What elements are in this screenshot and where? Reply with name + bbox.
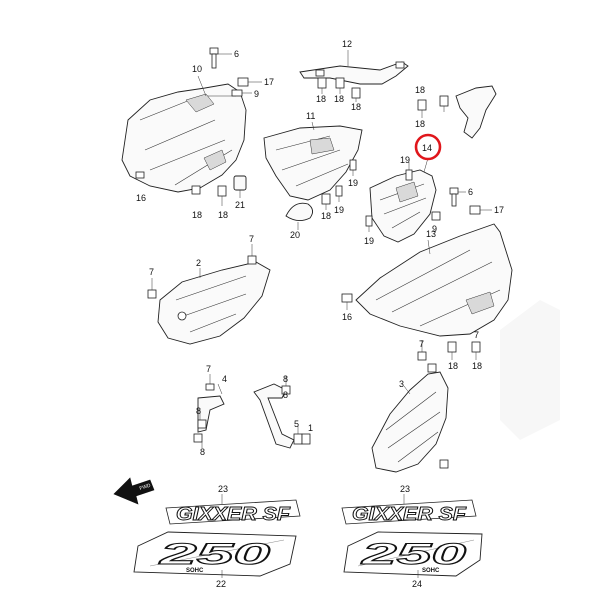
callout-18-mid: 18: [321, 211, 331, 221]
callout-8-c: 8: [283, 374, 288, 384]
callout-18-right-b: 18: [472, 361, 482, 371]
callout-18-left-lower: 18: [192, 210, 202, 220]
callout-11: 11: [306, 111, 315, 121]
part-5-stay: [253, 376, 311, 449]
nut-17-right: [469, 205, 492, 215]
callout-23-left: 23: [218, 484, 228, 494]
callout-18-b: 18: [334, 94, 344, 104]
part-12-bracket: [299, 50, 409, 85]
callout-labels: 6 10 17 9 12 18 18 18 11 18 18 14 19 19 …: [136, 39, 504, 589]
callout-8-a: 8: [196, 406, 201, 416]
decal-23-right-text: GIXXER SF: [352, 504, 467, 524]
part-4-bracket: [193, 374, 225, 448]
part-10-inner-cowl: [121, 83, 247, 195]
fwd-label: FWD: [139, 483, 152, 492]
screws-7-left: [147, 244, 257, 299]
callout-21: 21: [235, 200, 245, 210]
callout-18-right-a: 18: [448, 361, 458, 371]
decal-24-subtext: SOHC: [422, 568, 440, 574]
callout-19-d: 19: [364, 236, 374, 246]
callout-24: 24: [412, 579, 422, 589]
callout-8-d: 8: [283, 390, 288, 400]
part-3-lower-cover: [371, 363, 449, 473]
part-14-bracket: [369, 157, 437, 243]
callout-20: 20: [290, 230, 300, 240]
callout-18-top-right: 18: [415, 85, 425, 95]
callout-19-a: 19: [348, 178, 358, 188]
part-2-lower-cover: [157, 261, 271, 345]
decal-22-250-left: 250 SOHC: [133, 531, 297, 577]
fwd-arrow: FWD: [113, 477, 155, 505]
callout-18-left-lower-b: 18: [218, 210, 228, 220]
callout-6-right: 6: [468, 187, 473, 197]
callout-18-c: 18: [351, 102, 361, 112]
callout-17-right: 17: [494, 205, 504, 215]
callout-4: 4: [222, 374, 227, 384]
clip-9-right: [431, 211, 441, 221]
clip-18-mid: [321, 193, 331, 210]
callout-8-b: 8: [200, 447, 205, 457]
callout-7-a: 7: [249, 234, 254, 244]
callout-7-c: 7: [419, 339, 424, 349]
clip-16-right: [341, 293, 353, 310]
callout-12: 12: [342, 39, 352, 49]
bolt-6-right: [449, 187, 466, 207]
clips-18-center: [317, 77, 361, 102]
callout-17-left: 17: [264, 77, 274, 87]
clip-9: [231, 89, 252, 97]
callout-23-right: 23: [400, 484, 410, 494]
callout-14: 14: [422, 143, 432, 153]
callout-13: 13: [426, 229, 436, 239]
decal-23-left-text: GIXXER SF: [176, 504, 291, 524]
decal-24-250-right: 250 SOHC: [343, 531, 483, 577]
callout-5: 5: [294, 419, 299, 429]
callout-19-b: 19: [400, 155, 410, 165]
decal-22-cc-text: 250: [158, 538, 271, 571]
part-upper-right-bracket: [417, 85, 497, 139]
callout-1: 1: [308, 423, 313, 433]
decal-22-subtext: SOHC: [186, 568, 204, 574]
highlight-circle-14: [414, 133, 442, 161]
callout-18-a: 18: [316, 94, 326, 104]
clip-18-lower-left: [217, 185, 227, 206]
callout-7-b: 7: [149, 267, 154, 277]
callout-7-e: 7: [206, 364, 211, 374]
bolt-6-left: [209, 47, 232, 69]
callout-7-d: 7: [474, 330, 479, 340]
callout-19-c: 19: [334, 205, 344, 215]
callout-16-right: 16: [342, 312, 352, 322]
decal-23-right: GIXXER SF: [341, 499, 477, 524]
callout-18-top-right-b: 18: [415, 119, 425, 129]
part-13-side-cowl: [355, 223, 513, 337]
part-20-cap: [285, 202, 313, 230]
nut-17-left: [237, 77, 262, 87]
watermark-shape: [500, 300, 560, 440]
decal-23-left: GIXXER SF: [165, 499, 301, 524]
callout-10: 10: [192, 64, 202, 74]
screws-7-clips-18-right: [417, 340, 481, 361]
callout-22: 22: [216, 579, 226, 589]
callout-9-left: 9: [254, 89, 259, 99]
decal-24-cc-text: 250: [360, 538, 467, 571]
callout-16-left: 16: [136, 193, 146, 203]
callout-3: 3: [399, 379, 404, 389]
callout-2: 2: [196, 258, 201, 268]
part-11-side-panel: [263, 125, 363, 201]
part-21-plate: [233, 175, 247, 198]
screws-19-center: [335, 159, 357, 202]
callout-6-left: 6: [234, 49, 239, 59]
screws-19-right: [365, 162, 413, 232]
callout-9-right: 9: [432, 224, 437, 234]
